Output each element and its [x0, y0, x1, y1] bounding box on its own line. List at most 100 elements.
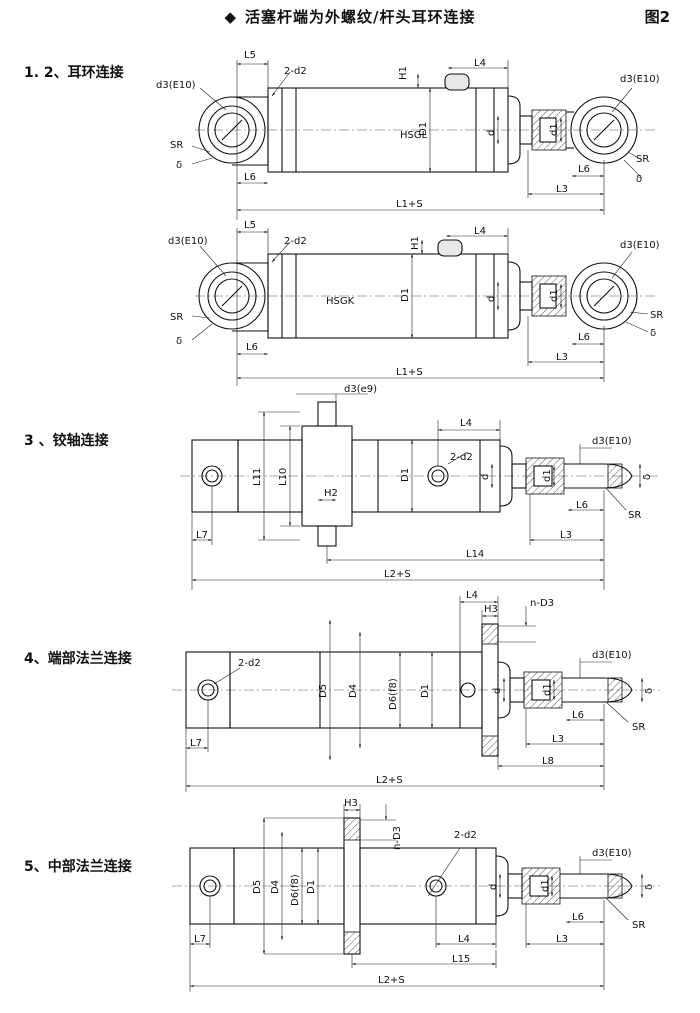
dim-l2-s: L2+S: [376, 775, 403, 786]
dim-l15: L15: [452, 954, 470, 965]
dim-sr-right: SR: [650, 310, 663, 321]
dim-2-d2: 2-d2: [454, 830, 477, 841]
dim-rod-d: d: [488, 884, 499, 890]
dim-l1-s: L1+S: [396, 367, 423, 378]
dim-delta: δ: [644, 884, 655, 890]
dim-delta: δ: [642, 474, 653, 480]
dim-l6: L6: [572, 710, 584, 721]
dim-l8: L8: [542, 756, 554, 767]
dim-h1: H1: [398, 66, 409, 80]
dim-l4: L4: [458, 934, 470, 945]
dim-delta-left: δ: [176, 160, 182, 171]
dim-d4: D4: [270, 880, 281, 894]
dim-h1: H1: [410, 236, 421, 250]
dim-rod-d1: d1: [549, 289, 560, 302]
dim-n-d3: n-D3: [530, 598, 554, 609]
dim-rod-d1: d1: [542, 683, 553, 696]
dim-rod-d1: d1: [542, 469, 553, 482]
dim-2-d2: 2-d2: [284, 236, 307, 247]
title-text: 活塞杆端为外螺纹/杆头耳环连接: [245, 8, 476, 26]
section-label-trunnion: 3 、铰轴连接: [24, 433, 109, 449]
dim-l2-s: L2+S: [378, 975, 405, 986]
diagram-5-middle-flange: H3 n-D3 2-d2 D5 D4 D6(f8) D1 d d1 d3(E10…: [172, 798, 660, 992]
dim-2-d2: 2-d2: [238, 658, 261, 669]
dim-sr-left: SR: [170, 312, 183, 323]
dim-delta: δ: [644, 688, 655, 694]
dim-rod-d1: d1: [540, 879, 551, 892]
dim-l4: L4: [474, 226, 486, 237]
dim-n-d3: n-D3: [392, 826, 403, 850]
dim-l3: L3: [556, 184, 568, 195]
dim-l5: L5: [244, 50, 256, 61]
dim-sr: SR: [628, 510, 641, 521]
dim-l10: L10: [278, 468, 289, 486]
dim-d3-right: d3(E10): [620, 74, 660, 85]
dim-l14: L14: [466, 549, 484, 560]
dim-d3-e10: d3(E10): [592, 436, 632, 447]
figure-number: 图2: [644, 8, 670, 26]
dim-d1-bore: D1: [400, 288, 411, 302]
dim-l3: L3: [556, 352, 568, 363]
dim-l7: L7: [190, 738, 202, 749]
dim-l6: L6: [572, 912, 584, 923]
dim-delta-left: δ: [176, 336, 182, 347]
diagram-1-ear-ring-hsgl: HSGL L5 2-d2 H1 L4 d3(E10) d3(E10) D1 d …: [156, 50, 660, 220]
section-label-ear-ring: 1. 2、耳环连接: [24, 65, 124, 81]
dim-d3-left: d3(E10): [168, 236, 208, 247]
dim-d4: D4: [348, 684, 359, 698]
section-label-middle-flange: 5、中部法兰连接: [24, 859, 132, 875]
dim-sr: SR: [632, 722, 645, 733]
dim-l6-right: L6: [578, 332, 590, 343]
model-label: HSGL: [400, 130, 428, 141]
diagram-2-ear-ring-hsgk: HSGK L5 2-d2 H1 L4 d3(E10) d3(E10) D1 d …: [168, 220, 663, 386]
dim-d1-bore: D1: [418, 122, 429, 136]
dim-d5: D5: [252, 880, 263, 894]
dim-d3-e10: d3(E10): [592, 848, 632, 859]
dim-h3: H3: [344, 798, 358, 809]
dim-delta-right: δ: [650, 328, 656, 339]
dim-l11: L11: [252, 468, 263, 486]
dim-l4: L4: [466, 590, 478, 601]
dim-h2: H2: [324, 488, 338, 499]
dim-rod-d: d: [480, 474, 491, 480]
dim-l2-s: L2+S: [384, 569, 411, 580]
model-label: HSGK: [326, 296, 355, 307]
dim-d3-left: d3(E10): [156, 80, 196, 91]
dim-d1-bore: D1: [306, 880, 317, 894]
dim-sr-right: SR: [636, 154, 649, 165]
dim-rod-d: d: [486, 296, 497, 302]
page-title: ◆ 活塞杆端为外螺纹/杆头耳环连接: [0, 6, 700, 27]
dim-rod-d: d: [486, 130, 497, 136]
dim-l3: L3: [556, 934, 568, 945]
dim-d3-e9: d3(e9): [344, 384, 377, 395]
diagram-4-end-flange: L4 H3 n-D3 2-d2 D5 D4 D6(f8) D1 d d1 d3(…: [172, 590, 660, 792]
dim-sr: SR: [632, 920, 645, 931]
dim-d6-f8: D6(f8): [290, 874, 301, 906]
dim-l1-s: L1+S: [396, 199, 423, 210]
dim-l3: L3: [560, 530, 572, 541]
dim-2-d2: 2-d2: [450, 452, 473, 463]
dim-rod-d: d: [492, 688, 503, 694]
dim-d3-right: d3(E10): [620, 240, 660, 251]
dim-2-d2: 2-d2: [284, 66, 307, 77]
dim-l4: L4: [474, 58, 486, 69]
dim-h3: H3: [484, 604, 498, 615]
dim-d1-bore: D1: [420, 684, 431, 698]
dim-sr-left: SR: [170, 140, 183, 151]
dim-delta-right: δ: [636, 174, 642, 185]
dim-l6-left: L6: [244, 172, 256, 183]
dim-l6: L6: [576, 500, 588, 511]
section-label-end-flange: 4、端部法兰连接: [24, 651, 132, 667]
dim-rod-d1: d1: [549, 123, 560, 136]
dim-l7: L7: [196, 530, 208, 541]
dim-d1-bore: D1: [400, 468, 411, 482]
dim-l6-left: L6: [246, 342, 258, 353]
diamond-icon: ◆: [224, 8, 238, 26]
diagram-3-trunnion: d3(e9) L4 2-d2 L11 L10 H2 D1 d d1 d3(E10…: [180, 384, 660, 590]
dim-d3-e10: d3(E10): [592, 650, 632, 661]
dim-l7: L7: [194, 934, 206, 945]
dim-l3: L3: [552, 734, 564, 745]
dim-l5: L5: [244, 220, 256, 231]
dim-d6-f8: D6(f8): [388, 678, 399, 710]
